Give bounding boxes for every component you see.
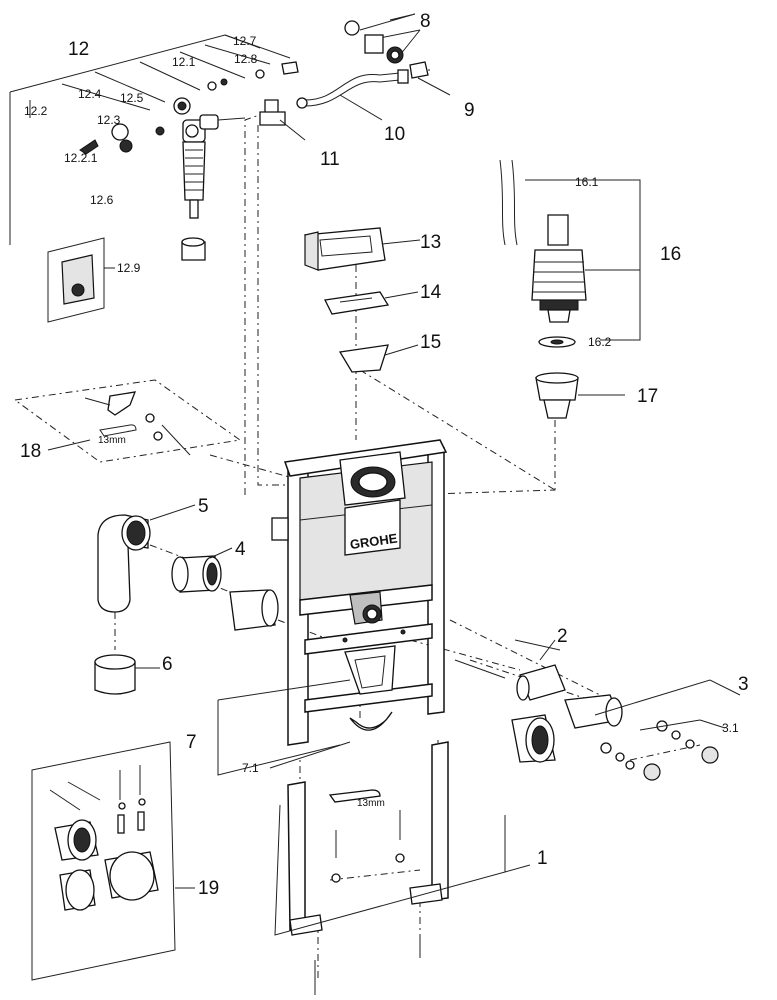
label-1: 1 — [537, 848, 548, 869]
label-11: 11 — [320, 149, 340, 170]
label-17: 17 — [637, 386, 658, 407]
callout-labels: 8 9 10 11 12 12.7 12.1 12.8 12.4 12.5 12… — [20, 11, 749, 899]
label-8: 8 — [420, 11, 431, 32]
label-12-9: 12.9 — [117, 261, 141, 275]
wrench-size-18: 13mm — [98, 435, 126, 446]
label-3-1: 3.1 — [722, 721, 739, 735]
wrench-size-1: 13mm — [357, 798, 385, 809]
label-7-1: 7.1 — [242, 761, 259, 775]
installation-frame — [271, 439, 448, 746]
label-14: 14 — [420, 282, 442, 303]
label-12-2-1: 12.2.1 — [64, 151, 98, 165]
part-19-kit — [31, 741, 195, 981]
label-18: 18 — [20, 441, 41, 462]
label-4: 4 — [235, 539, 246, 560]
label-5: 5 — [198, 496, 209, 517]
label-12-2: 12.2 — [24, 104, 48, 118]
label-16-2: 16.2 — [588, 335, 612, 349]
label-12: 12 — [68, 39, 89, 60]
parts-16-17-flush-valve — [499, 159, 641, 419]
label-12-5: 12.5 — [120, 91, 144, 105]
part-18-bracket-set — [13, 379, 242, 463]
label-6: 6 — [162, 654, 173, 675]
part-12-fill-valve — [9, 34, 299, 323]
label-13: 13 — [420, 232, 441, 253]
label-16: 16 — [660, 244, 681, 265]
parts-13-to-15-mounting — [304, 227, 421, 373]
label-9: 9 — [464, 100, 475, 121]
parts-4-to-6-drain-pipes — [94, 504, 279, 695]
label-10: 10 — [384, 124, 405, 145]
label-2: 2 — [557, 626, 568, 647]
part-7-leader — [217, 679, 351, 776]
label-12-8: 12.8 — [234, 52, 258, 66]
label-3: 3 — [738, 674, 749, 695]
label-12-6: 12.6 — [90, 193, 114, 207]
brand-logo-text: GROHE — [349, 531, 399, 553]
label-15: 15 — [420, 332, 441, 353]
label-12-7: 12.7 — [233, 34, 257, 48]
part-1-legs — [274, 741, 531, 995]
label-19: 19 — [198, 878, 219, 899]
label-12-4: 12.4 — [78, 87, 102, 101]
parts-8-to-11-supply — [259, 13, 451, 141]
label-16-1: 16.1 — [575, 175, 599, 189]
label-12-1: 12.1 — [172, 55, 196, 69]
parts-2-3-bolts — [454, 639, 741, 781]
label-7: 7 — [186, 732, 197, 753]
label-12-3: 12.3 — [97, 113, 121, 127]
